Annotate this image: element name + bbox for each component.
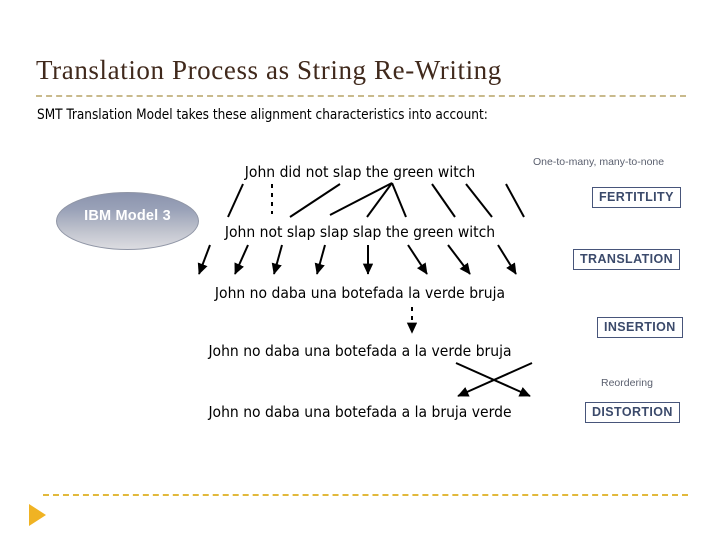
stage-tag-fertility: FERTITLITY — [592, 187, 681, 208]
slide-subtitle: SMT Translation Model takes these alignm… — [37, 107, 488, 123]
play-triangle-icon[interactable] — [29, 504, 46, 526]
distortion-links — [455, 362, 533, 397]
footer-divider — [43, 494, 688, 496]
stage-tag-insertion: INSERTION — [597, 317, 683, 338]
ellipse-shape — [56, 192, 199, 250]
translation-links — [197, 244, 517, 275]
title-divider — [36, 95, 686, 97]
fertility-links — [227, 182, 525, 218]
stage-tag-translation: TRANSLATION — [573, 249, 681, 270]
sentence-row-source: John did not slap the green witch — [244, 163, 476, 181]
reordering-note: Reordering — [601, 377, 653, 389]
sentence-row-insertion: John no daba una botefada a la verde bru… — [208, 342, 512, 360]
sentence-row-distortion: John no daba una botefada a la bruja ver… — [208, 403, 512, 421]
fertility-note: One-to-many, many-to-none — [533, 156, 665, 168]
ibm-model-3-label: IBM Model 3 — [84, 208, 171, 224]
sentence-row-translation: John no daba una botefada la verde bruja — [214, 284, 506, 302]
page-title: Translation Process as String Re-Writing — [36, 55, 502, 85]
ibm-model-3-badge: IBM Model 3 — [56, 192, 199, 250]
stage-tag-distortion: DISTORTION — [585, 402, 680, 423]
sentence-row-fertility: John not slap slap slap the green witch — [224, 223, 496, 241]
